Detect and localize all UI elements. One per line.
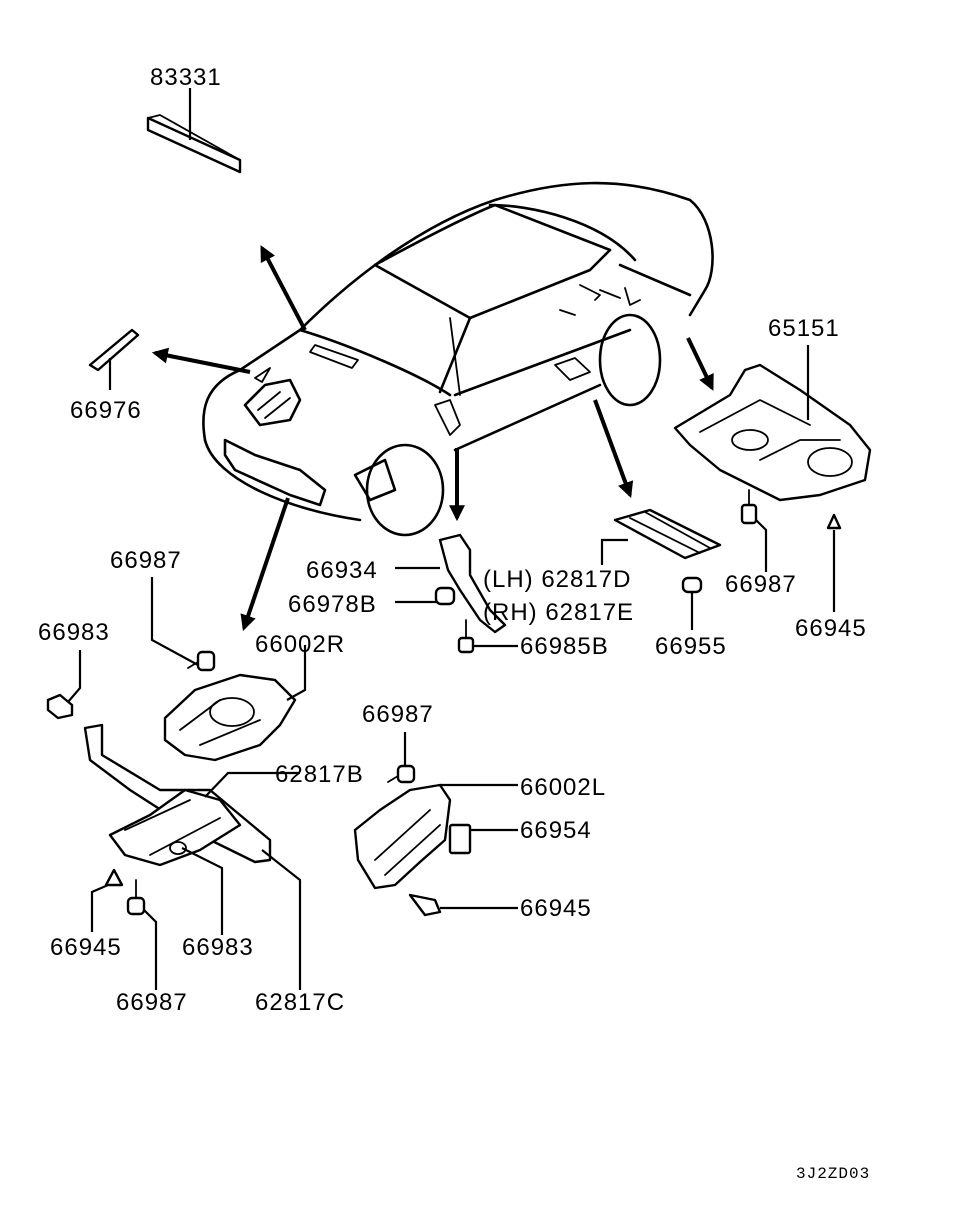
part-66987-clip-right bbox=[740, 489, 768, 572]
car-body-outline bbox=[202, 181, 714, 537]
part-65151-floor-panel bbox=[673, 345, 872, 502]
label-66987-a: 66987 bbox=[110, 547, 182, 574]
part-66987-bolt-left bbox=[150, 577, 216, 672]
label-62817C: 62817C bbox=[255, 989, 345, 1016]
label-65151: 65151 bbox=[768, 315, 840, 342]
part-66983-clip-left bbox=[46, 650, 82, 720]
label-66002L: 66002L bbox=[520, 774, 606, 801]
part-62817B-C-under-tray bbox=[83, 723, 302, 990]
label-66002R: 66002R bbox=[255, 631, 345, 658]
pointer-arrows bbox=[151, 245, 714, 632]
diagram-code: 3J2ZD03 bbox=[796, 1165, 870, 1183]
part-66976 bbox=[88, 328, 140, 390]
label-66987-c: 66987 bbox=[362, 701, 434, 728]
part-66945-clip-right bbox=[826, 513, 842, 612]
label-62817E: (RH) 62817E bbox=[483, 599, 634, 626]
label-66976: 66976 bbox=[70, 397, 142, 424]
part-66002L-liner bbox=[353, 783, 518, 890]
label-62817B: 62817B bbox=[275, 761, 364, 788]
part-66987-bolt-bottom-left bbox=[126, 879, 158, 990]
label-66934: 66934 bbox=[306, 557, 378, 584]
label-66945-c: 66945 bbox=[50, 934, 122, 961]
label-66983-b: 66983 bbox=[182, 934, 254, 961]
engine-bay-parts bbox=[223, 378, 461, 507]
label-66985B: 66985B bbox=[520, 633, 609, 660]
part-66945-clip-bottom bbox=[408, 893, 518, 917]
label-66954: 66954 bbox=[520, 817, 592, 844]
part-62817D-E-panel bbox=[600, 508, 722, 565]
label-62817D: (LH) 62817D bbox=[483, 566, 631, 593]
label-66987-b: 66987 bbox=[725, 571, 797, 598]
part-66978B-nut bbox=[395, 586, 456, 606]
label-66945-a: 66945 bbox=[795, 615, 867, 642]
label-66955: 66955 bbox=[655, 633, 727, 660]
part-66954-nut bbox=[448, 823, 518, 855]
part-66955-grommet bbox=[681, 576, 703, 630]
part-66987-bolt-right-liner bbox=[387, 732, 416, 784]
part-66985B-bolt bbox=[457, 619, 518, 654]
label-66978B: 66978B bbox=[288, 591, 377, 618]
part-83331-strip bbox=[146, 88, 242, 174]
label-83331: 83331 bbox=[150, 64, 222, 91]
label-66983-a: 66983 bbox=[38, 619, 110, 646]
label-66987-d: 66987 bbox=[116, 989, 188, 1016]
part-66945-clip-bottom-left bbox=[90, 868, 124, 932]
part-66934-bracket bbox=[395, 533, 507, 634]
label-66945-b: 66945 bbox=[520, 895, 592, 922]
part-66002R-liner bbox=[163, 645, 307, 762]
